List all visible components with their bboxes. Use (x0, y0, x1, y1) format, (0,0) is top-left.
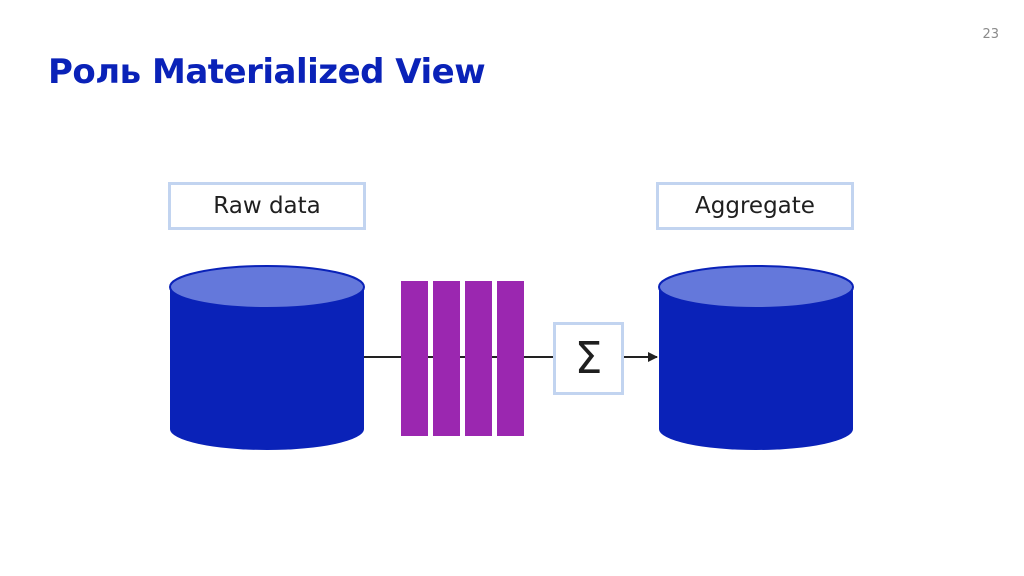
raw-data-label: Raw data (168, 182, 366, 230)
queue-block (497, 281, 524, 436)
aggregate-database-icon (658, 265, 854, 450)
queue-blocks (401, 281, 524, 436)
queue-block (433, 281, 460, 436)
queue-block (401, 281, 428, 436)
raw-data-database-icon (169, 265, 365, 450)
slide-title: Роль Materialized View (48, 52, 486, 92)
sigma-operator: Σ (553, 322, 624, 395)
aggregate-label: Aggregate (656, 182, 854, 230)
queue-block (465, 281, 492, 436)
page-number: 23 (982, 27, 999, 42)
